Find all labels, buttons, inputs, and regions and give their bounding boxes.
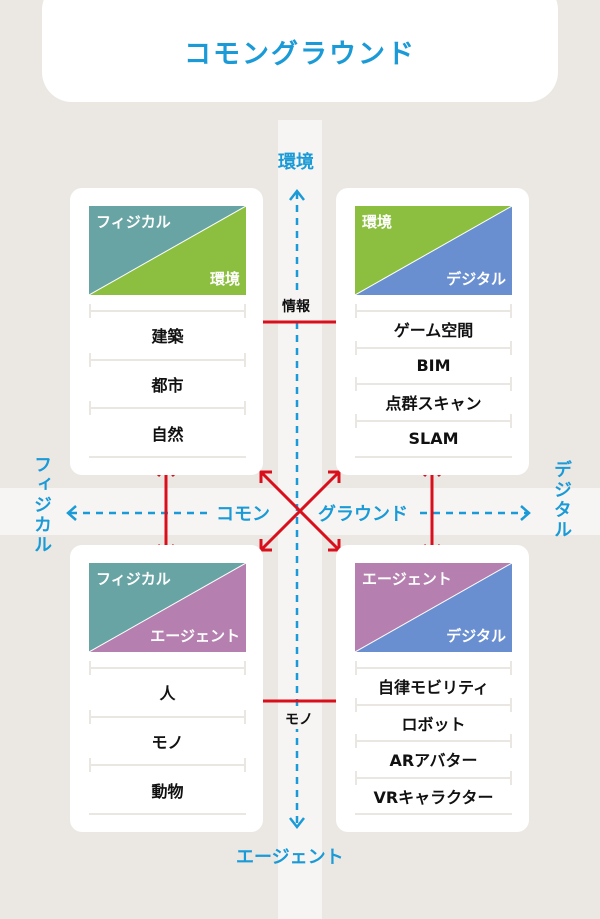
header-top-label: エージェント: [362, 570, 452, 588]
header-bottom-label: エージェント: [150, 627, 240, 645]
list-item: 自然: [89, 401, 246, 459]
item-list: 人 モノ 動物: [89, 661, 246, 816]
card-agent-digital: エージェント デジタル 自律モビリティ ロボット ARアバター VRキャラクター: [336, 545, 529, 832]
axis-label-agent: エージェント: [236, 847, 344, 868]
header-top-label: フィジカル: [96, 213, 171, 231]
arrow-down-head-icon: [289, 817, 305, 830]
header-bottom-label: デジタル: [446, 270, 506, 288]
card-physical-agent: フィジカル エージェント 人 モノ 動物: [70, 545, 263, 832]
list-item: ARアバター: [355, 734, 512, 777]
item-list: 自律モビリティ ロボット ARアバター VRキャラクター: [355, 661, 512, 815]
list-item: 人: [89, 661, 246, 716]
card-header: フィジカル エージェント: [89, 563, 246, 652]
link-label-information: 情報: [279, 296, 313, 316]
axis-label-physical: フィジカル: [31, 455, 52, 555]
header-top-label: 環境: [362, 213, 393, 231]
list-item: 建築: [89, 304, 246, 359]
center-label-common: コモン: [216, 500, 270, 526]
card-header: 環境 デジタル: [355, 206, 512, 295]
card-header: フィジカル 環境: [89, 206, 246, 295]
list-item: ゲーム空間: [355, 304, 512, 347]
link-label-things: モノ: [282, 709, 316, 729]
header-bottom-label: デジタル: [446, 627, 506, 645]
card-physical-environment: フィジカル 環境 建築 都市 自然: [70, 188, 263, 475]
list-item: SLAM: [355, 413, 512, 458]
axis-label-digital: デジタル: [551, 460, 572, 540]
list-item: 都市: [89, 352, 246, 408]
list-item: ロボット: [355, 697, 512, 741]
arrow-right-head-icon: [520, 505, 531, 521]
axis-label-environment: 環境: [278, 152, 314, 173]
item-list: 建築 都市 自然: [89, 304, 246, 459]
list-item: VRキャラクター: [355, 770, 512, 815]
card-environment-digital: 環境 デジタル ゲーム空間 BIM 点群スキャン SLAM: [336, 188, 529, 475]
list-item: 動物: [89, 758, 246, 816]
card-header: エージェント デジタル: [355, 563, 512, 652]
item-list: ゲーム空間 BIM 点群スキャン SLAM: [355, 304, 512, 458]
header-top-label: フィジカル: [96, 570, 171, 588]
center-label-ground: グラウンド: [318, 500, 408, 526]
list-item: 点群スキャン: [355, 377, 512, 420]
page-title: コモングラウンド: [184, 38, 416, 70]
list-item: BIM: [355, 340, 512, 384]
arrow-left-head-icon: [66, 505, 77, 521]
title-box: コモングラウンド: [42, 0, 558, 102]
arrow-up-head-icon: [289, 188, 305, 201]
list-item: 自律モビリティ: [355, 661, 512, 704]
header-bottom-label: 環境: [209, 270, 240, 288]
list-item: モノ: [89, 709, 246, 765]
